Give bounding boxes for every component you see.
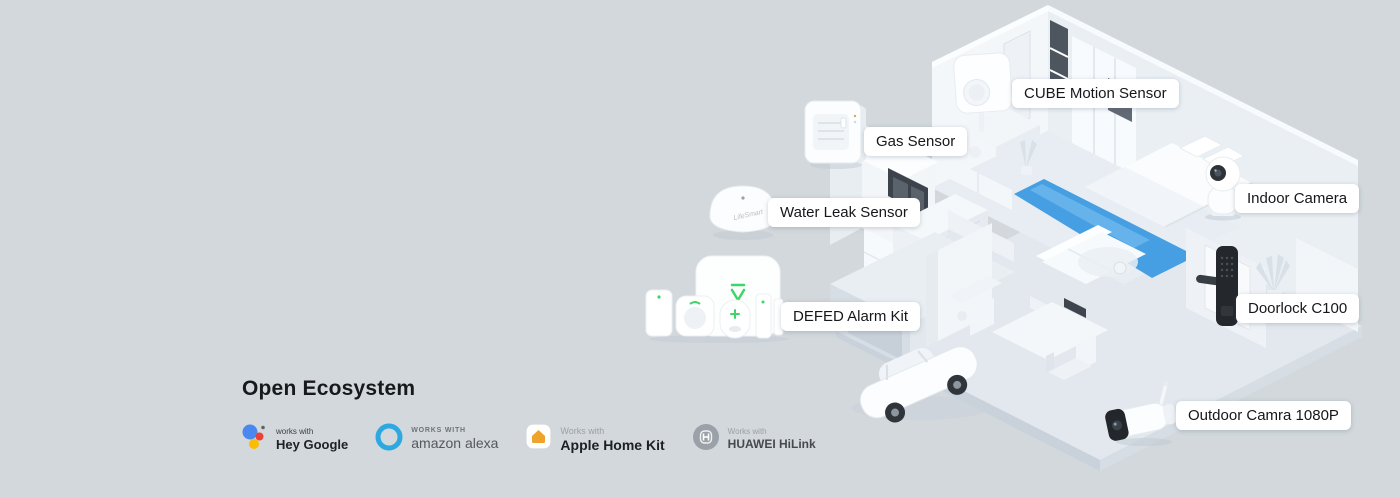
device-label-outdoor-camera-1080p[interactable]: Outdoor Camra 1080P <box>1176 401 1351 430</box>
device-label-gas-sensor[interactable]: Gas Sensor <box>864 127 968 156</box>
partner-hey-google: works with Hey Google <box>242 423 348 455</box>
device-label-doorlock-c100[interactable]: Doorlock C100 <box>1236 294 1360 323</box>
cube-motion-sensor-device-image <box>951 50 1017 142</box>
partner-name: Apple Home Kit <box>560 436 665 453</box>
partner-name: HUAWEI HiLink <box>727 437 816 451</box>
partner-logos-row: works with Hey Google WORKS WITH amazon … <box>242 420 816 458</box>
device-label-water-leak-sensor[interactable]: Water Leak Sensor <box>768 198 920 227</box>
partner-amazon-alexa: WORKS WITH amazon alexa <box>375 423 498 456</box>
apple-homekit-icon <box>525 423 553 455</box>
device-label-defed-alarm-kit[interactable]: DEFED Alarm Kit <box>781 302 921 331</box>
doorlock-c100-device-image <box>1196 244 1250 330</box>
gas-sensor-device-image <box>803 96 869 170</box>
partner-works-with-label: Works with <box>727 427 767 436</box>
defed-alarm-kit-device-image <box>644 254 794 344</box>
partner-works-with-label: Works with <box>560 425 605 436</box>
device-label-indoor-camera[interactable]: Indoor Camera <box>1235 184 1360 213</box>
huawei-hilink-icon <box>692 423 720 456</box>
partner-name: Hey Google <box>276 436 349 452</box>
water-leak-sensor-device-image: LifeSmart <box>704 176 782 242</box>
page-title: Open Ecosystem <box>242 377 416 400</box>
indoor-camera-device-image <box>1199 154 1247 222</box>
partner-works-with-label: works with <box>276 426 314 436</box>
partner-apple-home-kit: Works with Apple Home Kit <box>525 423 665 455</box>
google-assistant-icon <box>242 423 268 455</box>
device-label-cube-motion-sensor[interactable]: CUBE Motion Sensor <box>1012 79 1179 108</box>
partner-works-with-label: WORKS WITH <box>411 427 466 434</box>
partner-huawei-hilink: Works with HUAWEI HiLink <box>692 423 816 456</box>
partner-name: amazon alexa <box>411 435 499 451</box>
amazon-alexa-icon <box>375 423 403 456</box>
outdoor-camera-device-image <box>1102 380 1188 448</box>
